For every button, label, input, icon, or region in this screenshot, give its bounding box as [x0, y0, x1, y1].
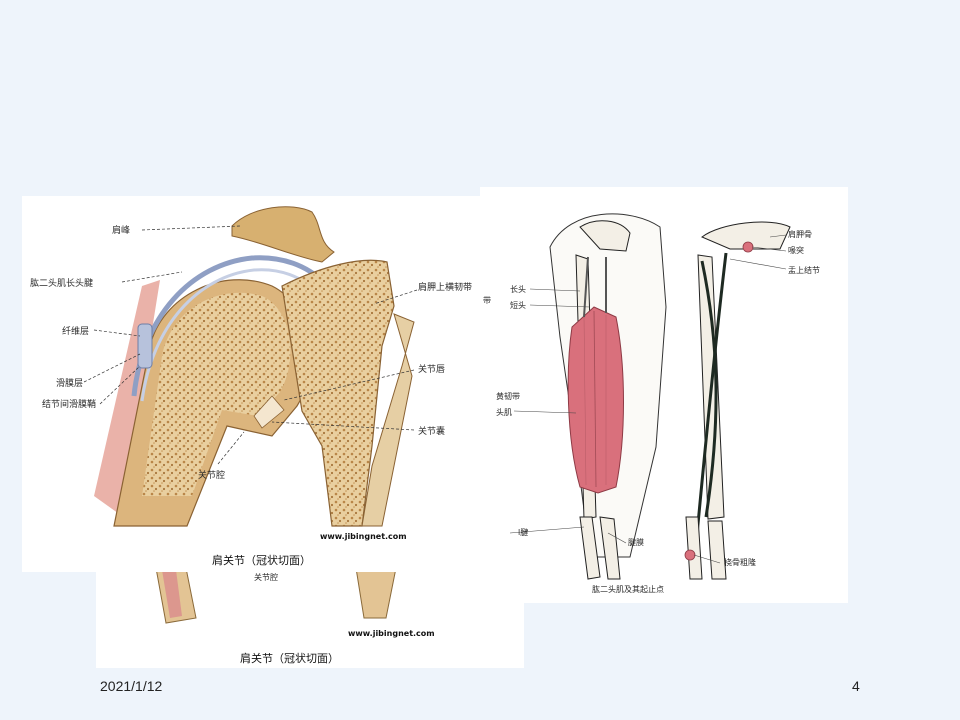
slide-date: 2021/1/12	[100, 678, 163, 694]
biceps-tendon-short	[692, 252, 728, 568]
short-head-label: 短头	[510, 300, 526, 310]
joint-capsule-label: 关节囊	[418, 425, 445, 437]
acromion-label: 肩峰	[112, 224, 130, 236]
joint-cavity-label: 关节腔	[198, 469, 225, 481]
partial-band-label: 带	[483, 296, 491, 305]
shoulder-figure-image: 肩峰 肱二头肌长头腱 纤维层 滑膜层 结节间滑膜鞘 肩胛上横韧带 关节唇 关节囊…	[30, 206, 472, 567]
joint-cavity-label-back: 关节腔	[254, 572, 278, 582]
biceps-figure: 长头 短头 肩胛骨 喙突 盂上结节 桡骨粗隆 腱膜 黄韧带 头肌 l腱 带 肱二…	[480, 187, 848, 603]
radial-tuberosity-label: 桡骨粗隆	[724, 557, 756, 567]
slide-page-number: 4	[852, 678, 860, 694]
shoulder-figure-back-image: 关节腔 www.jibingnet.com 肩关节（冠状切面）	[155, 567, 435, 665]
scapula-left	[579, 220, 631, 252]
biceps-muscle-shape	[567, 306, 624, 494]
scapula-shape	[281, 259, 395, 527]
scapula-edge-shape	[361, 313, 415, 527]
intertubercular-sheath-label: 结节间滑膜鞘	[42, 398, 96, 410]
aponeurosis-label: 腱膜	[628, 537, 644, 547]
tendon-sheath-shape	[137, 323, 153, 369]
glenoid-labrum-label: 关节唇	[418, 363, 445, 375]
coracoid-marker	[742, 241, 754, 253]
coracoid-label: 喙突	[788, 245, 804, 255]
biceps-tendon-long	[700, 260, 718, 518]
caption-back: 肩关节（冠状切面）	[240, 651, 339, 665]
synovial-layer-label: 滑膜层	[56, 378, 83, 389]
website-label-back: www.jibingnet.com	[348, 629, 435, 638]
glenoid-cavity-shape	[253, 395, 285, 429]
acromion-shape	[231, 206, 335, 263]
biceps-caption: 肱二头肌及其起止点	[592, 584, 664, 594]
partial-tendon-label: l腱	[518, 527, 528, 537]
partial-ligament-label: 黄韧带	[496, 391, 520, 401]
biceps-figure-image: 长头 短头 肩胛骨 喙突 盂上结节 桡骨粗隆 腱膜 黄韧带 头肌 l腱 带 肱二…	[483, 213, 820, 594]
long-head-label: 长头	[510, 284, 526, 294]
transverse-ligament-label: 肩胛上横韧带	[418, 281, 472, 293]
humeral-head-spongy	[142, 292, 291, 496]
biceps-long-head-tendon-label: 肱二头肌长头腱	[30, 277, 93, 289]
shoulder-figure: 肩峰 肱二头肌长头腱 纤维层 滑膜层 结节间滑膜鞘 肩胛上横韧带 关节唇 关节囊…	[22, 196, 500, 572]
partial-head-muscle-label: 头肌	[496, 407, 512, 417]
radial-tuberosity-marker	[684, 549, 696, 561]
supraglenoid-tubercle-label: 盂上结节	[788, 265, 820, 275]
shoulder-caption: 肩关节（冠状切面）	[212, 553, 311, 567]
fibrous-layer-label: 纤维层	[62, 325, 89, 337]
website-label: www.jibingnet.com	[320, 532, 407, 541]
scapula-label: 肩胛骨	[788, 229, 812, 239]
scapula-right	[701, 221, 791, 250]
